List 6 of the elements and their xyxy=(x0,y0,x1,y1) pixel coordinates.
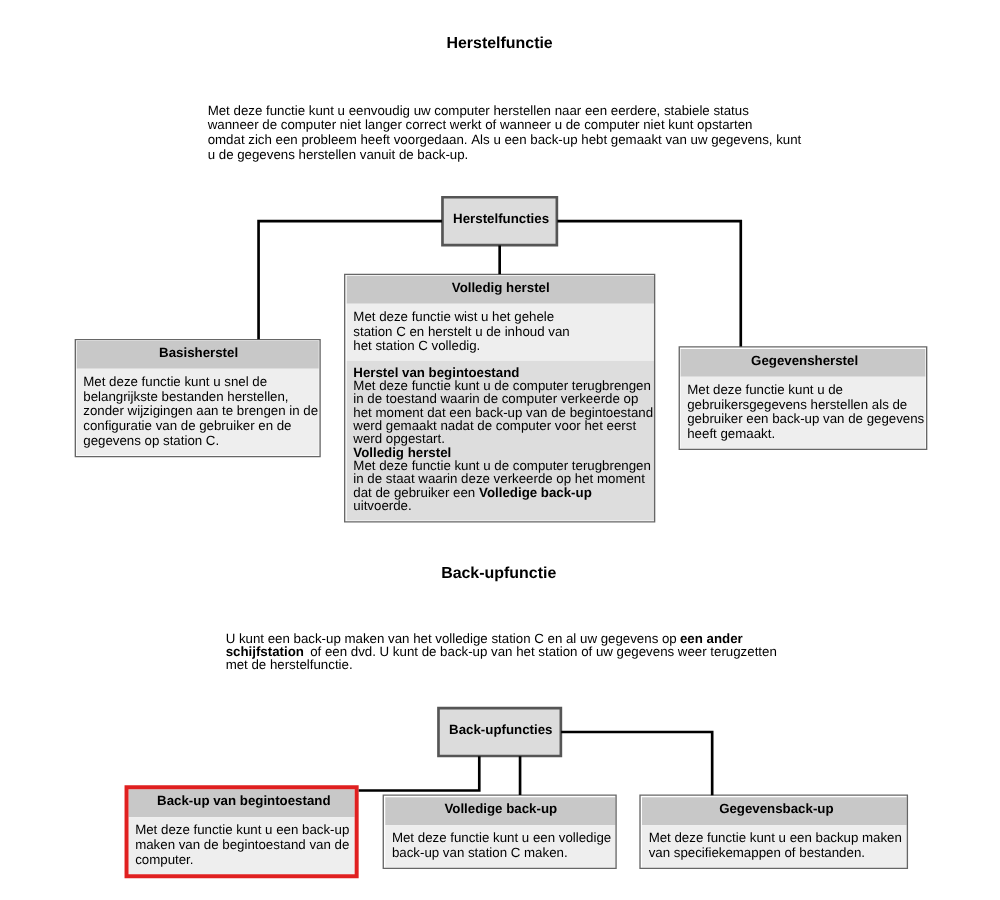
connector xyxy=(556,219,742,347)
connector xyxy=(357,756,480,792)
connector xyxy=(256,219,441,340)
connector xyxy=(517,756,521,795)
connector xyxy=(497,245,500,275)
connector xyxy=(560,730,713,796)
